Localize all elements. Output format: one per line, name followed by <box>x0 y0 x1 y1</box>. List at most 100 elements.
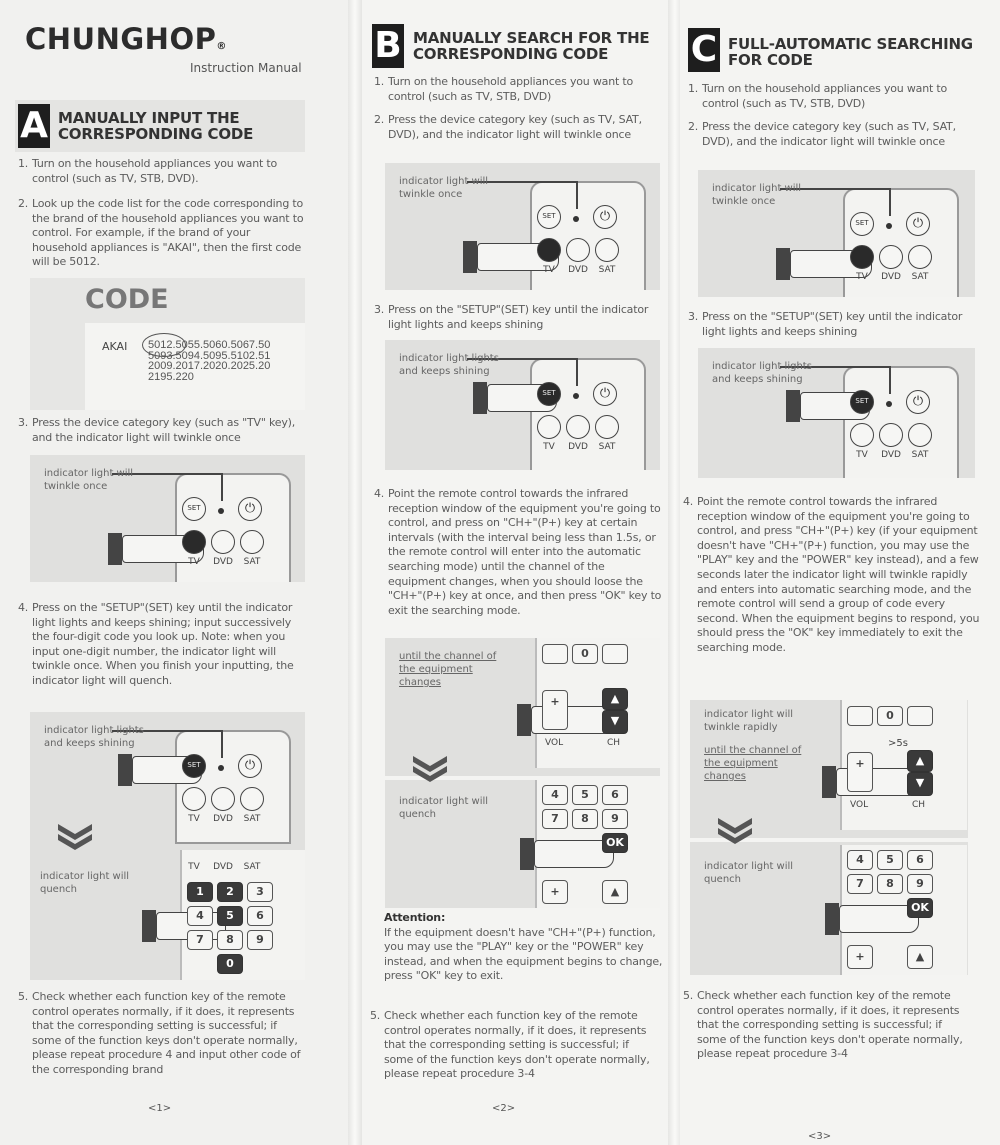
step-text: Point the remote control towards the inf… <box>697 495 980 654</box>
digit-key: 6 <box>247 906 273 926</box>
step-number: 2. <box>688 120 699 133</box>
sat-key <box>908 245 932 269</box>
indicator-light <box>218 508 224 514</box>
power-key: ⏻ <box>593 382 617 406</box>
channel-down-key: ▼ <box>907 772 933 796</box>
title-line: FULL-AUTOMATIC SEARCHING <box>728 35 973 53</box>
tv-key-label: TV <box>188 814 200 824</box>
sat-key-label: SAT <box>243 862 261 872</box>
cuff-icon <box>108 533 122 565</box>
title-line: CORRESPONDING CODE <box>58 125 254 143</box>
page-1: CHUNGHOP® Instruction Manual A MANUALLY … <box>0 0 352 1145</box>
step-2: 2.Press the device category key (such as… <box>688 120 983 149</box>
cuff-icon <box>517 704 531 736</box>
step-number: 2. <box>18 197 29 210</box>
digit-key: 3 <box>247 882 273 902</box>
step-number: 5. <box>683 989 694 1002</box>
digit-key: 7 <box>542 809 568 829</box>
section-c-title: FULL-AUTOMATIC SEARCHING FOR CODE <box>728 36 973 68</box>
page-number: <1> <box>148 1103 172 1114</box>
tv-key <box>850 245 874 269</box>
step-text: Check whether each function key of the r… <box>697 989 963 1061</box>
title-line: CORRESPONDING CODE <box>413 45 609 63</box>
remote-body <box>843 188 959 297</box>
sat-key-label: SAT <box>243 557 261 567</box>
figure-press-set: indicator light lights and keeps shining… <box>385 340 660 470</box>
chevron-down-icon <box>413 756 447 782</box>
title-line: MANUALLY SEARCH FOR THE <box>413 29 650 47</box>
figure-input-code: indicator light lights and keeps shining… <box>30 712 305 980</box>
blank-key <box>847 706 873 726</box>
step-5: 5.Check whether each function key of the… <box>370 1009 655 1082</box>
ok-key: OK <box>907 898 933 918</box>
remote-body <box>530 181 646 290</box>
digit-key: 6 <box>907 850 933 870</box>
step-3: 3.Press on the "SETUP"(SET) key until th… <box>374 303 659 332</box>
pointer-line <box>467 181 577 183</box>
figure-label: indicator light will quench <box>399 796 489 820</box>
channel-up-key: ▲ <box>602 688 628 710</box>
dvd-key <box>211 787 235 811</box>
pointer-line <box>576 181 578 209</box>
step-5: 5.Check whether each function key of the… <box>683 989 973 1062</box>
step-number: 3. <box>374 303 385 316</box>
code-brand: AKAI <box>102 340 128 353</box>
sat-key <box>595 238 619 262</box>
ch-label: CH <box>912 800 926 810</box>
ok-key: OK <box>602 833 628 853</box>
chevron-down-icon <box>58 824 92 850</box>
code-table <box>85 323 305 410</box>
cuff-icon <box>118 754 132 786</box>
sat-key <box>240 530 264 554</box>
tv-key-label: TV <box>543 442 555 452</box>
brand-logo: CHUNGHOP® <box>25 22 227 56</box>
code-line: 5012.5055.5060.5067.50 <box>148 339 271 351</box>
page-fold <box>668 0 682 1145</box>
code-line: 2195.220 <box>148 370 194 383</box>
vol-plus-key: + <box>542 690 568 730</box>
cuff-icon <box>520 838 534 870</box>
sat-key-label: SAT <box>911 450 929 460</box>
figure-label: indicator light lights and keeps shining <box>44 725 144 749</box>
section-b-title: MANUALLY SEARCH FOR THE CORRESPONDING CO… <box>413 29 650 63</box>
step-text: Press the device category key (such as "… <box>32 416 296 444</box>
power-key: ⏻ <box>906 390 930 414</box>
tv-key-label: TV <box>188 557 200 567</box>
divider <box>385 776 660 780</box>
step-3: 3.Press the device category key (such as… <box>18 416 308 445</box>
figure-press-set: indicator light lights and keeps shining… <box>698 348 975 478</box>
vol-label: VOL <box>850 800 869 810</box>
highlight-circle <box>142 333 186 357</box>
digit-key: 0 <box>877 706 903 726</box>
step-text: Press on the "SETUP"(SET) key until the … <box>32 601 294 687</box>
figure-label: indicator light will twinkle once <box>44 468 134 492</box>
figure-label: indicator light lights and keeps shining <box>712 361 812 385</box>
step-1: 1.Turn on the household appliances you w… <box>18 157 308 186</box>
tv-key <box>182 787 206 811</box>
step-4: 4.Point the remote control towards the i… <box>683 495 983 656</box>
figure-label: until the channel of the equipment chang… <box>399 651 497 688</box>
set-key: SET <box>850 212 874 236</box>
title-line: MANUALLY INPUT THE <box>58 109 240 127</box>
chevron-down-icon <box>718 818 752 844</box>
step-text: Turn on the household appliances you wan… <box>702 82 948 110</box>
tv-key <box>850 423 874 447</box>
attention-note: Attention: If the equipment doesn't have… <box>384 911 664 984</box>
dvd-key <box>566 238 590 262</box>
logo-text: CHUNGHOP <box>25 22 217 56</box>
digit-key: 0 <box>217 954 243 974</box>
tv-key-label: TV <box>856 450 868 460</box>
digit-key: 6 <box>602 785 628 805</box>
dvd-key-label: DVD <box>568 442 588 452</box>
dvd-key <box>879 423 903 447</box>
indicator-light <box>573 216 579 222</box>
pointer-line <box>221 730 223 758</box>
section-a-header <box>15 100 305 152</box>
digit-key: 7 <box>847 874 873 894</box>
digit-key: 8 <box>217 930 243 950</box>
up-key: ▲ <box>602 880 628 904</box>
sat-key <box>595 415 619 439</box>
pointer-line <box>221 473 223 501</box>
